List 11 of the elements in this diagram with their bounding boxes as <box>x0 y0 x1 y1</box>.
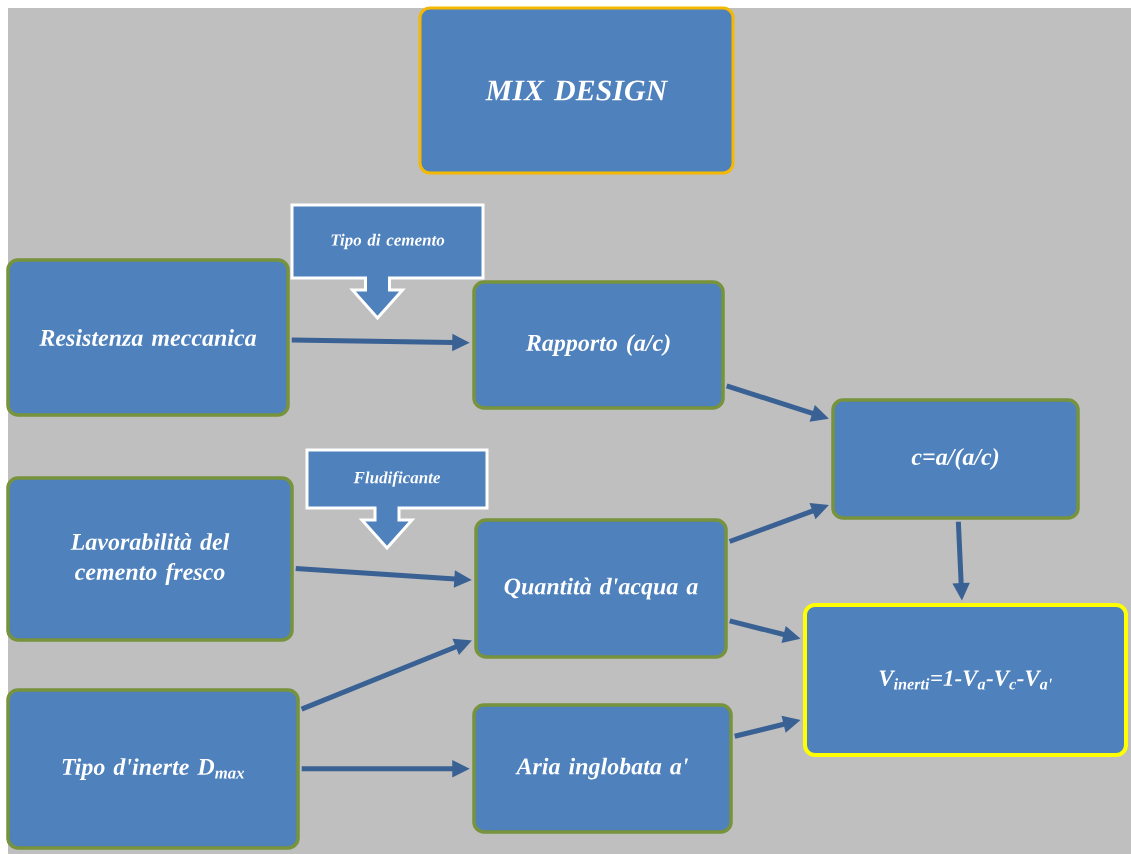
callout-arrow-box: Tipo di cemento <box>290 203 485 321</box>
title-box: MIX DESIGN <box>418 6 735 175</box>
process-box: Aria inglobata a' <box>472 703 733 834</box>
process-box: Lavorabilità del cemento fresco <box>6 476 294 642</box>
process-box: Resistenza meccanica <box>6 258 290 417</box>
process-box: Quantità d'acqua a <box>474 518 728 659</box>
callout-arrow-box: Fludificante <box>305 448 489 551</box>
process-box: Rapporto (a/c) <box>472 280 725 410</box>
process-box: c=a/(a/c) <box>831 398 1080 520</box>
process-box: Tipo d'inerte D$_{max}$ <box>6 688 300 850</box>
result-box: V$_{inerti}$=1-V$_{a}$-V$_{c}$-V$_{a'}$ <box>803 603 1128 757</box>
